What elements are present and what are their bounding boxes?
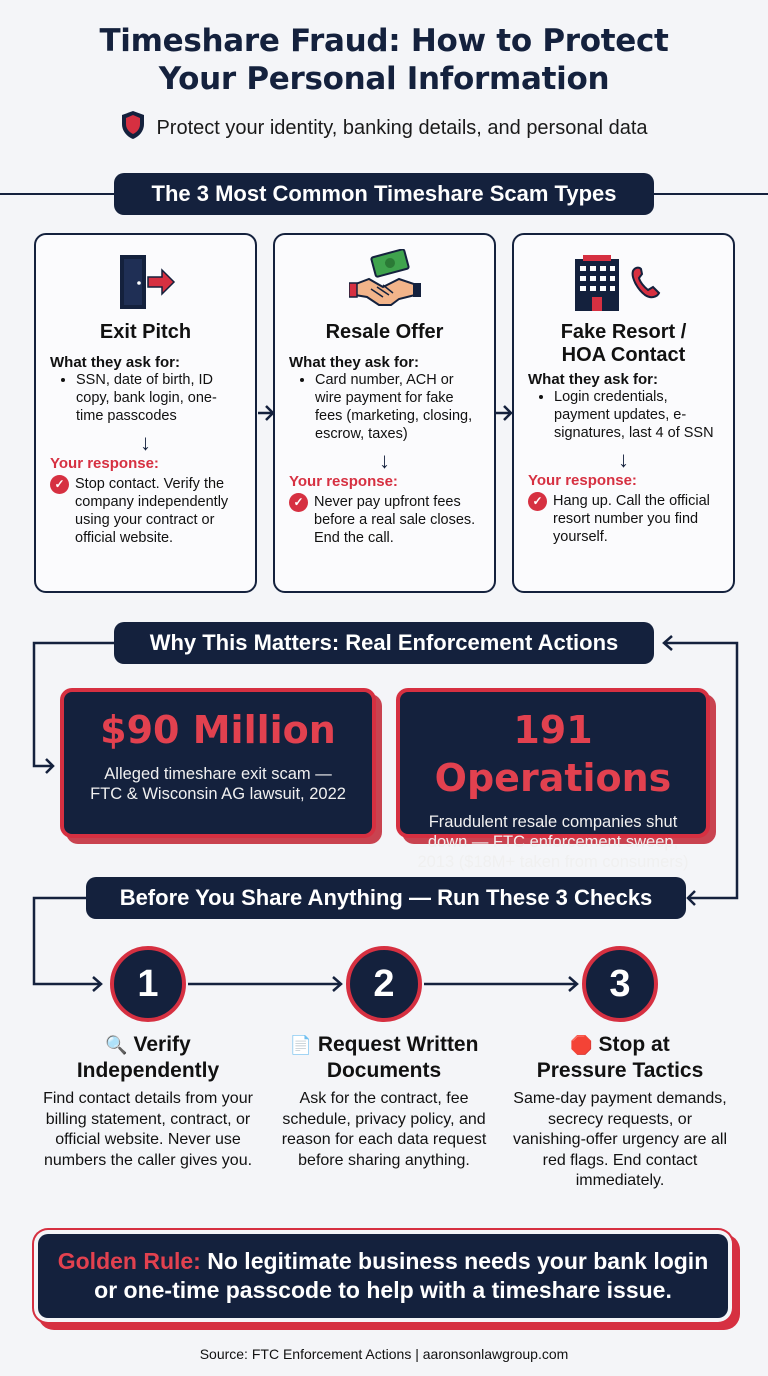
stat-desc-line: Fraudulent resale companies shut	[428, 813, 678, 831]
step-text: Ask for the contract, fee schedule, priv…	[281, 1090, 487, 1169]
ask-heading: What they ask for:	[50, 354, 181, 371]
ask-list: SSN, date of birth, ID copy, bank login,…	[76, 371, 241, 425]
ask-heading: What they ask for:	[289, 354, 420, 371]
subtitle: Protect your identity, banking details, …	[0, 110, 768, 146]
stat-desc-line: FTC & Wisconsin AG lawsuit, 2022	[90, 785, 346, 803]
document-icon: 📄	[289, 1035, 312, 1055]
step-text: Same-day payment demands, secrecy reques…	[512, 1090, 728, 1189]
response-heading: Your response:	[50, 455, 159, 472]
response-text: Stop contact. Verify the company indepen…	[75, 476, 229, 546]
shield-icon	[120, 110, 146, 146]
checkmark-icon: ✓	[50, 475, 69, 494]
ask-item: SSN, date of birth, ID copy, bank login,…	[76, 371, 241, 425]
response: ✓ Never pay upfront fees before a real s…	[289, 493, 480, 547]
checks-heading: Before You Share Anything — Run These 3 …	[86, 877, 686, 919]
arrow-down-icon: ↓	[379, 448, 390, 473]
step-text: Find contact details from your billing s…	[43, 1090, 253, 1169]
ask-list: Card number, ACH or wire payment for fak…	[315, 371, 480, 443]
card-title: Resale Offer	[325, 321, 444, 343]
ask-item: Card number, ACH or wire payment for fak…	[315, 371, 480, 443]
golden-rule-label: Golden Rule:	[57, 1248, 201, 1274]
scam-types-heading: The 3 Most Common Timeshare Scam Types	[114, 173, 654, 215]
response-text: Hang up. Call the official resort number…	[553, 493, 710, 545]
page-title: Timeshare Fraud: How to Protect Your Per…	[0, 22, 768, 98]
ask-item: Login credentials, payment updates, e-si…	[554, 388, 719, 442]
step-number-1: 1	[110, 946, 186, 1022]
stat-value: 191 Operations	[434, 708, 672, 800]
card-title-line-2: HOA Contact	[561, 344, 686, 366]
step-title-line-2: Pressure Tactics	[536, 1059, 704, 1082]
step-title-line-1: Stop at	[598, 1033, 670, 1056]
card-title: Fake Resort / HOA Contact	[528, 321, 719, 367]
step-title-line-2: Documents	[326, 1059, 442, 1082]
step-title-line-1: Request Written	[317, 1033, 479, 1056]
step-number-2: 2	[346, 946, 422, 1022]
response-heading: Your response:	[528, 472, 637, 489]
step-verify-independently: 🔍 Verify Independently Find contact deta…	[38, 1032, 258, 1171]
header: Timeshare Fraud: How to Protect Your Per…	[0, 22, 768, 146]
step-title: 🛑 Stop at Pressure Tactics	[510, 1032, 730, 1083]
step-title-line-1: Verify	[133, 1033, 191, 1056]
stat-value: $90 Million	[100, 708, 336, 752]
title-line-1: Timeshare Fraud: How to Protect	[99, 23, 669, 59]
step-stop-pressure: 🛑 Stop at Pressure Tactics Same-day paym…	[510, 1032, 730, 1192]
response-text: Never pay upfront fees before a real sal…	[314, 494, 476, 546]
enforcement-heading: Why This Matters: Real Enforcement Actio…	[114, 622, 654, 664]
checkmark-icon: ✓	[289, 493, 308, 512]
stat-description: Fraudulent resale companies shut down — …	[400, 812, 706, 872]
scam-card-exit-pitch: Exit Pitch What they ask for: SSN, date …	[34, 233, 257, 593]
subtitle-text: Protect your identity, banking details, …	[156, 116, 648, 139]
exit-door-icon	[50, 235, 241, 313]
arrow-down-icon: ↓	[618, 447, 629, 472]
step-request-documents: 📄 Request Written Documents Ask for the …	[274, 1032, 494, 1171]
ask-heading: What they ask for:	[528, 371, 659, 388]
step-title: 📄 Request Written Documents	[274, 1032, 494, 1083]
response: ✓ Stop contact. Verify the company indep…	[50, 475, 241, 547]
golden-rule-line-1: No legitimate business needs your bank l…	[207, 1248, 709, 1274]
building-phone-icon	[528, 235, 719, 313]
response: ✓ Hang up. Call the official resort numb…	[528, 492, 719, 546]
card-title-line-1: Fake Resort /	[560, 321, 687, 343]
ask-list: Login credentials, payment updates, e-si…	[554, 388, 719, 442]
title-line-2: Your Personal Information	[158, 61, 610, 97]
scam-card-fake-resort: Fake Resort / HOA Contact What they ask …	[512, 233, 735, 593]
stat-desc-line: down — FTC enforcement sweep,	[427, 833, 679, 851]
golden-rule-line-2: or one-time passcode to help with a time…	[94, 1277, 672, 1303]
handshake-money-icon	[289, 235, 480, 313]
golden-rule-box: Golden Rule: No legitimate business need…	[38, 1234, 728, 1318]
arrow-down-icon: ↓	[140, 430, 151, 455]
checkmark-icon: ✓	[528, 492, 547, 511]
card-title: Exit Pitch	[99, 321, 192, 343]
scam-card-resale-offer: Resale Offer What they ask for: Card num…	[273, 233, 496, 593]
step-title-line-2: Independently	[76, 1059, 220, 1082]
stop-sign-icon: 🛑	[570, 1035, 593, 1055]
magnifier-icon: 🔍	[105, 1035, 128, 1055]
stat-desc-line: 2013 ($18M+ taken from consumers)	[417, 853, 689, 871]
stat-card-90-million: $90 Million Alleged timeshare exit scam …	[60, 688, 376, 838]
stat-desc-line: Alleged timeshare exit scam —	[104, 765, 332, 783]
stat-description: Alleged timeshare exit scam — FTC & Wisc…	[64, 764, 372, 804]
response-heading: Your response:	[289, 473, 398, 490]
stat-card-191-operations: 191 Operations Fraudulent resale compani…	[396, 688, 710, 871]
step-title: 🔍 Verify Independently	[38, 1032, 258, 1083]
source-footer: Source: FTC Enforcement Actions | aarons…	[199, 1346, 569, 1362]
step-number-3: 3	[582, 946, 658, 1022]
